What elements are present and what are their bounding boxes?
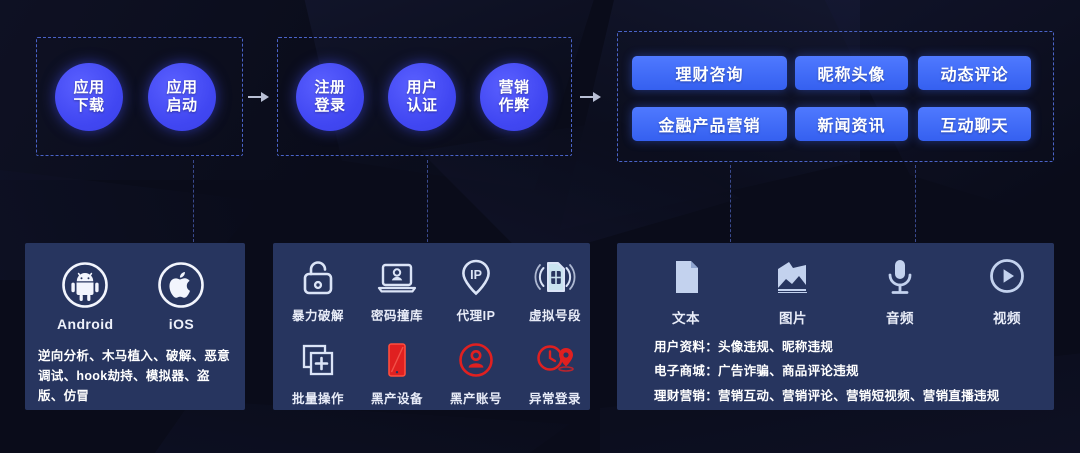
flow-group-content bbox=[617, 31, 1054, 162]
flow-node-line2: 启动 bbox=[166, 97, 198, 114]
flow-node-marketing-fraud[interactable]: 营销 作弊 bbox=[480, 63, 548, 131]
content-type-label: 音频 bbox=[886, 311, 914, 326]
ip-pin-icon: IP bbox=[454, 255, 498, 299]
platform-android[interactable]: Android bbox=[57, 261, 113, 332]
connector-line bbox=[427, 160, 428, 242]
flow-node-line1: 应用 bbox=[73, 79, 105, 97]
technique-label: 黑产设备 bbox=[370, 392, 423, 406]
content-pill-wealth-consult[interactable]: 理财咨询 bbox=[632, 56, 787, 90]
technique-label: 黑产账号 bbox=[449, 392, 502, 406]
content-type-text[interactable]: 文本 bbox=[655, 255, 717, 327]
technique-blackmarket-account[interactable]: 黑产账号 bbox=[445, 338, 507, 407]
platform-ios[interactable]: iOS bbox=[157, 261, 205, 332]
image-icon bbox=[771, 255, 815, 299]
flow-node-line2: 认证 bbox=[406, 97, 438, 114]
technique-virtual-number[interactable]: 虚拟号段 bbox=[524, 255, 586, 324]
technique-label: 密码撞库 bbox=[370, 309, 423, 323]
connector-line bbox=[730, 165, 731, 242]
content-type-label: 文本 bbox=[672, 311, 700, 326]
technique-abnormal-login[interactable]: 异常登录 bbox=[524, 338, 586, 407]
flow-diagram: 应用 下载 应用 启动 注册 登录 用户 认证 营销 作弊 理财咨询 昵称头像 … bbox=[0, 0, 1080, 175]
microphone-icon bbox=[878, 255, 922, 299]
panel-app-threats: Android iOS 逆向分析、木马植入、破解、恶意调试、hook劫持、模拟器… bbox=[25, 243, 245, 410]
svg-text:IP: IP bbox=[470, 268, 482, 282]
technique-batch-operation[interactable]: 批量操作 bbox=[287, 338, 349, 407]
unlock-icon bbox=[296, 255, 340, 299]
laptop-user-icon bbox=[375, 255, 419, 299]
phone-icon bbox=[375, 338, 419, 382]
user-circle-icon bbox=[454, 338, 498, 382]
flow-node-line1: 用户 bbox=[406, 79, 438, 97]
technique-label: 暴力破解 bbox=[291, 309, 344, 323]
flow-node-line1: 营销 bbox=[498, 79, 530, 97]
panel-blackmarket-techniques: 暴力破解 密码撞库 IP 代理IP bbox=[273, 243, 590, 410]
platform-label: iOS bbox=[168, 316, 195, 332]
android-icon bbox=[61, 261, 109, 309]
content-pill-interactive-chat[interactable]: 互动聊天 bbox=[918, 107, 1031, 141]
flow-group-app bbox=[36, 37, 243, 156]
violation-line: 用户资料：头像违规、昵称违规 bbox=[654, 340, 834, 354]
flow-node-register-login[interactable]: 注册 登录 bbox=[296, 63, 364, 131]
content-type-audio[interactable]: 音频 bbox=[869, 255, 931, 327]
content-pill-news[interactable]: 新闻资讯 bbox=[795, 107, 908, 141]
sim-card-icon bbox=[533, 255, 577, 299]
technique-label: 批量操作 bbox=[291, 392, 344, 406]
batch-add-icon bbox=[296, 338, 340, 382]
play-circle-icon bbox=[985, 255, 1029, 299]
flow-node-user-auth[interactable]: 用户 认证 bbox=[388, 63, 456, 131]
content-pill-nickname-avatar[interactable]: 昵称头像 bbox=[795, 56, 908, 90]
content-type-video[interactable]: 视频 bbox=[976, 255, 1038, 327]
flow-node-line1: 应用 bbox=[166, 79, 198, 97]
technique-brute-force[interactable]: 暴力破解 bbox=[287, 255, 349, 324]
flow-arrow-1 bbox=[248, 90, 270, 104]
technique-credential-stuffing[interactable]: 密码撞库 bbox=[366, 255, 428, 324]
connector-line bbox=[193, 160, 194, 242]
app-threat-description: 逆向分析、木马植入、破解、恶意调试、hook劫持、模拟器、盗版、仿冒 bbox=[38, 349, 231, 403]
flow-node-line2: 登录 bbox=[314, 97, 346, 114]
violation-line: 理财营销：营销互动、营销评论、营销短视频、营销直播违规 bbox=[654, 388, 1000, 403]
platform-label: Android bbox=[57, 316, 114, 332]
flow-node-line1: 注册 bbox=[314, 79, 346, 97]
panel-content-types: 文本 图片 音频 bbox=[617, 243, 1054, 410]
technique-label: 代理IP bbox=[456, 309, 496, 323]
content-pill-finance-product-marketing[interactable]: 金融产品营销 bbox=[632, 107, 787, 141]
document-icon bbox=[664, 255, 708, 299]
flow-node-line2: 下载 bbox=[73, 97, 105, 114]
clock-location-icon bbox=[533, 338, 577, 382]
flow-node-app-download[interactable]: 应用 下载 bbox=[55, 63, 123, 131]
flow-node-line2: 作弊 bbox=[498, 97, 530, 114]
violation-line: 电子商城：广告诈骗、商品评论违规 bbox=[654, 364, 859, 379]
flow-group-account bbox=[277, 37, 572, 156]
flow-node-app-launch[interactable]: 应用 启动 bbox=[148, 63, 216, 131]
flow-arrow-2 bbox=[580, 90, 602, 104]
content-type-label: 视频 bbox=[993, 311, 1021, 326]
connector-line bbox=[915, 165, 916, 242]
technique-proxy-ip[interactable]: IP 代理IP bbox=[445, 255, 507, 324]
technique-blackmarket-device[interactable]: 黑产设备 bbox=[366, 338, 428, 407]
content-type-image[interactable]: 图片 bbox=[762, 255, 824, 327]
technique-label: 虚拟号段 bbox=[528, 309, 581, 323]
technique-label: 异常登录 bbox=[528, 392, 581, 406]
content-pill-feed-comment[interactable]: 动态评论 bbox=[918, 56, 1031, 90]
apple-icon bbox=[157, 261, 205, 309]
content-type-label: 图片 bbox=[779, 311, 807, 326]
